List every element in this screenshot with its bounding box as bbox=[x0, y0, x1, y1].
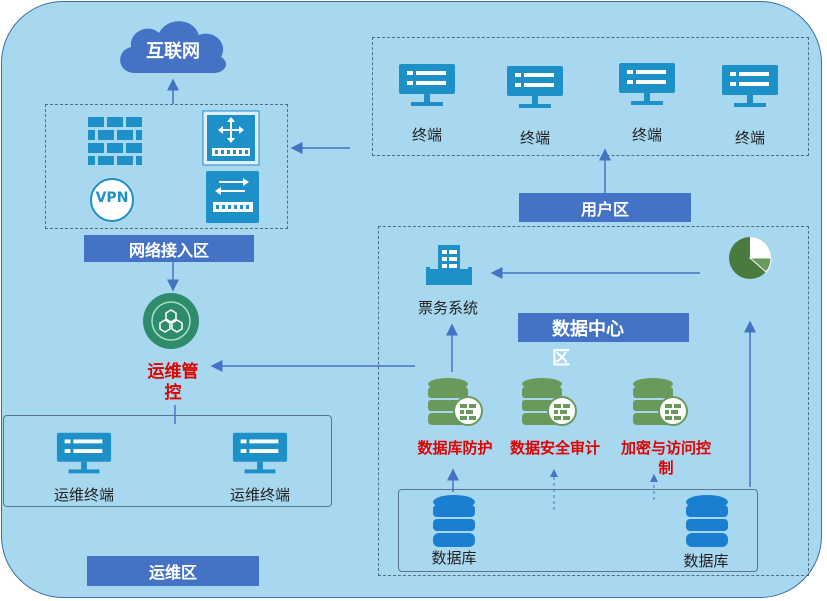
router bbox=[202, 110, 260, 166]
user-terminal-4 bbox=[720, 63, 780, 109]
secure-database-icon bbox=[633, 378, 688, 426]
analytics bbox=[728, 236, 772, 280]
user-terminal-3-label: 终端 bbox=[631, 126, 662, 144]
terminal-icon bbox=[619, 63, 675, 105]
user-terminal-3 bbox=[617, 61, 677, 107]
router-icon bbox=[202, 110, 260, 166]
load-balancer bbox=[205, 170, 260, 224]
ops-terminal-2-label: 运维终端 bbox=[229, 486, 290, 504]
user-terminal-1-label: 终端 bbox=[411, 126, 442, 144]
user-terminal-2-label: 终端 bbox=[519, 129, 550, 147]
datacenter-zone-label-line1: 数据中心 bbox=[552, 318, 624, 340]
database-1 bbox=[432, 494, 476, 548]
terminal-icon bbox=[232, 432, 288, 474]
db-protection-label: 数据库防护 bbox=[417, 439, 493, 457]
user-zone-frame bbox=[372, 37, 809, 156]
ops-terminals-frame bbox=[3, 415, 332, 507]
ops-terminal-2 bbox=[231, 430, 289, 476]
db-protection bbox=[426, 377, 484, 429]
database-2-label: 数据库 bbox=[683, 552, 729, 570]
pie-chart-icon bbox=[729, 237, 772, 279]
ops-mgmt-label-line1: 运维管 bbox=[147, 362, 199, 382]
access-control-label-line2: 制 bbox=[658, 459, 674, 477]
ops-terminal-1 bbox=[55, 430, 113, 476]
terminal-icon bbox=[507, 66, 563, 108]
user-terminal-4-label: 终端 bbox=[734, 129, 765, 147]
vpn-icon bbox=[90, 178, 134, 222]
user-terminal-2 bbox=[505, 64, 565, 110]
network-access-zone-label: 网络接入区 bbox=[84, 235, 254, 262]
data-audit bbox=[520, 377, 578, 429]
vpn-text: VPN bbox=[95, 190, 129, 206]
secure-database-icon bbox=[522, 378, 577, 426]
internet-cloud: 互联网 bbox=[113, 15, 233, 79]
database-icon bbox=[433, 495, 475, 547]
datacenter-zone-frame bbox=[378, 226, 809, 576]
ops-zone-label: 运维区 bbox=[87, 556, 259, 586]
access-control-label-line1: 加密与访问控 bbox=[620, 439, 711, 457]
access-control bbox=[631, 377, 689, 429]
firewall bbox=[88, 117, 142, 165]
firewall-icon bbox=[88, 117, 142, 165]
secure-database-icon bbox=[428, 378, 483, 426]
ops-management bbox=[142, 292, 200, 350]
bastion-icon bbox=[143, 293, 199, 349]
terminal-icon bbox=[722, 65, 778, 107]
network-access-zone-frame bbox=[45, 104, 288, 229]
vpn-gateway: VPN bbox=[88, 178, 136, 222]
ticket-system-label: 票务系统 bbox=[417, 299, 478, 317]
database-2 bbox=[685, 494, 729, 548]
ticket-system bbox=[424, 243, 474, 293]
ticket-system-icon bbox=[426, 245, 472, 285]
user-terminal-1 bbox=[397, 62, 457, 108]
database-frame bbox=[398, 489, 758, 572]
switch-icon bbox=[206, 171, 259, 223]
internet-label: 互联网 bbox=[146, 41, 200, 62]
terminal-icon bbox=[56, 432, 112, 474]
ops-terminal-1-label: 运维终端 bbox=[53, 486, 114, 504]
cloud-icon bbox=[120, 21, 227, 73]
ops-mgmt-label-line2: 控 bbox=[164, 383, 182, 403]
user-zone-label: 用户区 bbox=[519, 193, 691, 222]
datacenter-zone-label-line2: 区 bbox=[552, 348, 570, 369]
terminal-icon bbox=[399, 64, 455, 106]
datacenter-zone-label: 数据中心 bbox=[518, 313, 689, 342]
data-audit-label: 数据安全审计 bbox=[509, 439, 600, 457]
database-icon bbox=[686, 495, 728, 547]
database-1-label: 数据库 bbox=[431, 549, 477, 567]
